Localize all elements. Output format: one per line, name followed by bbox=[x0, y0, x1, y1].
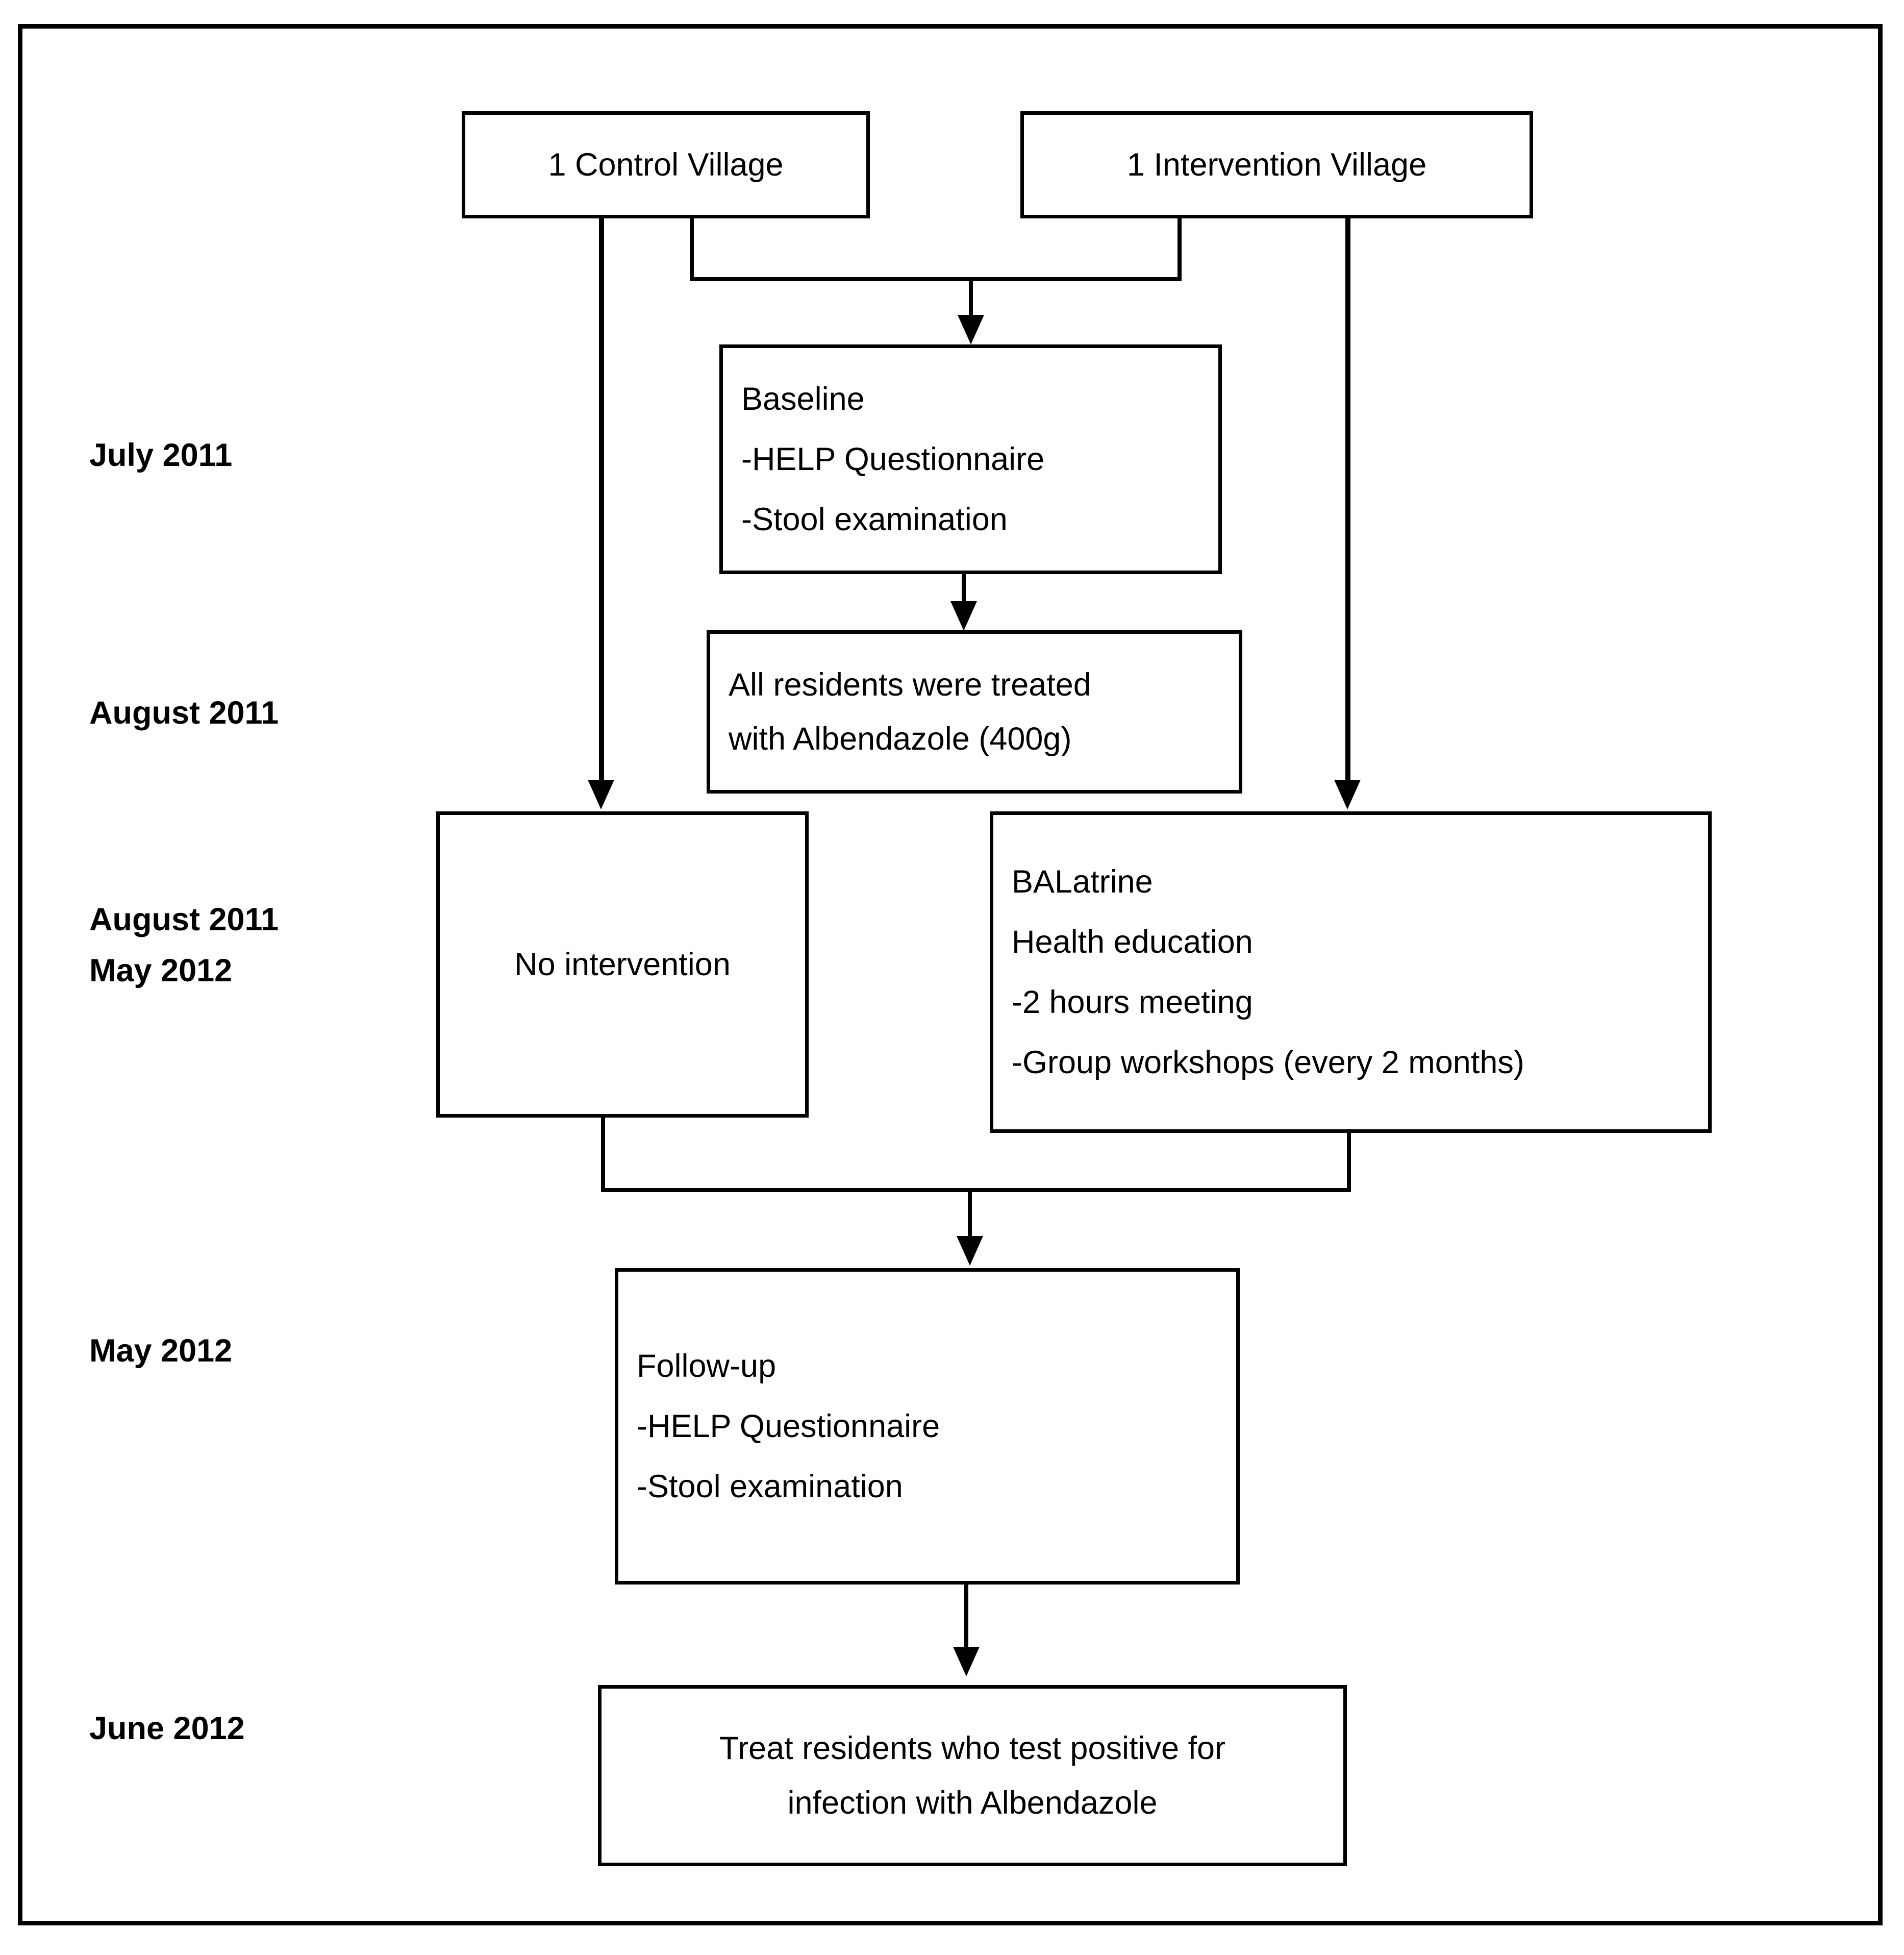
node-intervention-village[interactable]: 1 Intervention Village bbox=[1020, 111, 1533, 218]
edge-merge-bar-to-followup bbox=[601, 1188, 1351, 1192]
node-control-village-line-1: 1 Control Village bbox=[548, 146, 784, 183]
node-no-intervention-line-1: No intervention bbox=[514, 946, 731, 982]
node-baseline-line-1: Baseline bbox=[741, 381, 865, 417]
node-no-intervention[interactable]: No intervention bbox=[436, 811, 809, 1118]
edge-merge-bar-to-baseline bbox=[690, 277, 1182, 281]
timeline-label-may-2012: May 2012 bbox=[89, 1333, 233, 1369]
timeline-label-august-2011: August 2011 bbox=[89, 695, 279, 731]
node-intervention-village-line-1: 1 Intervention Village bbox=[1126, 146, 1427, 183]
timeline-label-may-2012-span: May 2012 bbox=[89, 953, 233, 988]
edge-control-to-no-intervention-line bbox=[599, 218, 604, 784]
node-treatment[interactable]: All residents were treated with Albendaz… bbox=[707, 630, 1242, 794]
edge-baseline-to-treatment-line bbox=[962, 574, 966, 605]
node-treatment-line-2: with Albendazole (400g) bbox=[729, 721, 1072, 757]
edge-baseline-to-treatment-arrowhead bbox=[950, 601, 977, 631]
edge-intervention-to-balatrine-arrowhead bbox=[1334, 780, 1361, 809]
node-balatrine-line-1: BALatrine bbox=[1012, 863, 1153, 900]
node-follow-up-line-3: -Stool examination bbox=[637, 1469, 903, 1505]
node-baseline-line-3: -Stool examination bbox=[741, 502, 1008, 538]
edge-control-to-no-intervention-arrowhead bbox=[588, 780, 614, 809]
edge-no-intervention-merge-stub bbox=[601, 1118, 605, 1192]
node-balatrine-line-4: -Group workshops (every 2 months) bbox=[1012, 1045, 1524, 1081]
node-follow-up-line-2: -HELP Questionnaire bbox=[637, 1408, 940, 1444]
node-final-treatment[interactable]: Treat residents who test positive for in… bbox=[598, 1685, 1347, 1866]
timeline-label-august-2011-second: August 2011 bbox=[89, 902, 279, 937]
node-baseline[interactable]: Baseline -HELP Questionnaire -Stool exam… bbox=[719, 344, 1222, 574]
node-balatrine[interactable]: BALatrine Health education -2 hours meet… bbox=[990, 811, 1712, 1133]
node-final-treatment-line-2: infection with Albendazole bbox=[787, 1785, 1158, 1821]
edge-control-to-merge-stub bbox=[690, 218, 694, 281]
edge-merge-to-baseline-arrowhead bbox=[958, 315, 984, 344]
edge-intervention-to-merge-stub bbox=[1178, 218, 1182, 281]
node-follow-up[interactable]: Follow-up -HELP Questionnaire -Stool exa… bbox=[615, 1268, 1240, 1585]
node-baseline-line-2: -HELP Questionnaire bbox=[741, 441, 1045, 477]
edge-merge-to-followup-arrowhead bbox=[957, 1236, 983, 1266]
node-balatrine-line-2: Health education bbox=[1012, 924, 1253, 960]
edge-merge-to-baseline-line bbox=[969, 277, 973, 323]
node-final-treatment-line-1: Treat residents who test positive for bbox=[719, 1730, 1226, 1767]
edge-balatrine-merge-stub bbox=[1347, 1133, 1351, 1192]
node-follow-up-line-1: Follow-up bbox=[637, 1348, 776, 1384]
timeline-label-july-2011: July 2011 bbox=[89, 437, 233, 473]
edge-intervention-to-balatrine-line bbox=[1345, 218, 1350, 784]
node-treatment-line-1: All residents were treated bbox=[729, 666, 1091, 703]
timeline-label-june-2012: June 2012 bbox=[89, 1711, 245, 1746]
edge-followup-to-final-arrowhead bbox=[953, 1647, 980, 1676]
edge-followup-to-final-line bbox=[964, 1585, 968, 1651]
node-control-village[interactable]: 1 Control Village bbox=[462, 111, 870, 218]
edge-merge-to-followup-line bbox=[968, 1188, 972, 1242]
node-balatrine-line-3: -2 hours meeting bbox=[1012, 984, 1253, 1020]
